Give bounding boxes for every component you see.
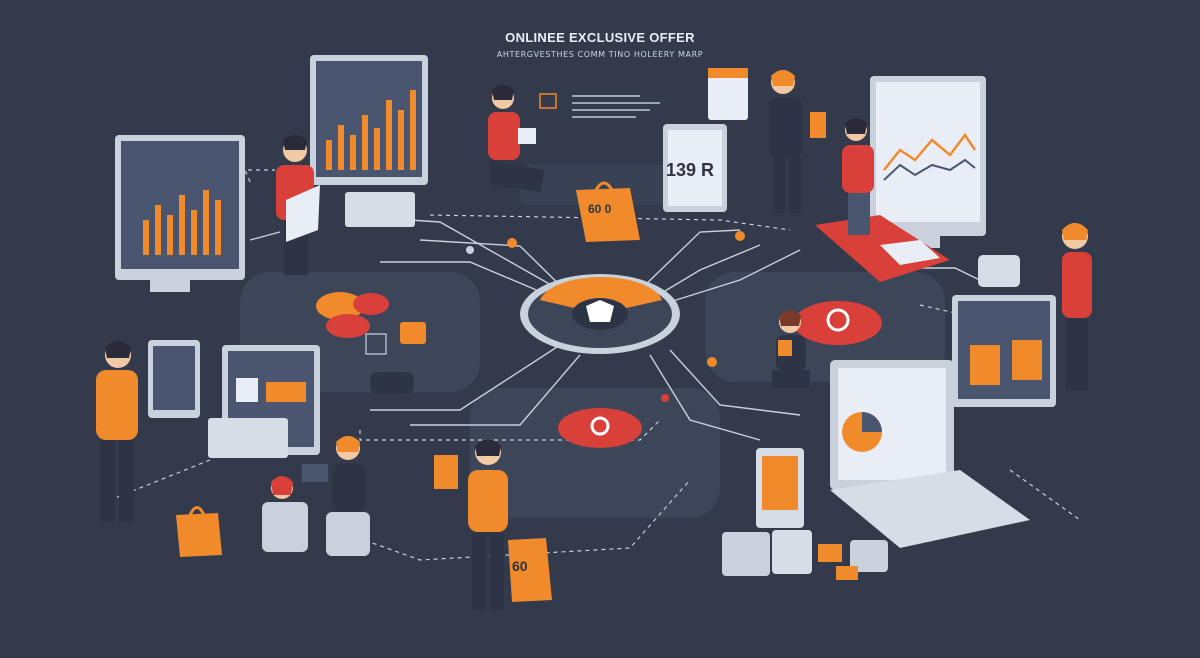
tag-icon (539, 93, 557, 109)
product-screen-right (952, 295, 1056, 407)
card-held-icon (708, 68, 748, 120)
bottom-platform-badge (558, 408, 642, 448)
page-subtitle: AHTERGVESTHES COMM TINO HOLEERY MARP (496, 50, 704, 59)
people (96, 68, 1092, 610)
person-at-monitor (842, 118, 874, 235)
chair-2-icon (326, 512, 370, 556)
hub-logo-icon (586, 300, 614, 322)
device-icon (370, 372, 414, 394)
person-center-right (772, 310, 810, 388)
laptop-keyboard-icon (830, 470, 1030, 548)
person-left (96, 341, 138, 522)
target-badge-icon (558, 408, 642, 448)
line-nodes (466, 231, 745, 402)
monitor-top-left (115, 135, 245, 292)
monitor-top-center (310, 55, 428, 227)
monitor-left-bottom (208, 345, 320, 458)
platform-bottom (470, 388, 720, 518)
shopping-bag-left (176, 506, 222, 557)
central-hub (520, 274, 680, 354)
people-seated-bottom-left (262, 436, 370, 556)
laptop-bottom-right (830, 360, 1030, 548)
bag-top-label: 60 0 (588, 202, 612, 216)
person-bottom-center (434, 439, 508, 610)
left-platform-badges (316, 292, 426, 394)
keyboard-icon (345, 192, 415, 227)
bag-bottom-label: 60 (512, 558, 528, 574)
phone-held-icon (434, 455, 458, 489)
kiosk-stand (722, 448, 888, 580)
gift-box-icon (400, 322, 426, 344)
frame-icon (365, 333, 387, 355)
monitor-price-label: 139 R (666, 160, 715, 180)
tag-badge-icon (353, 293, 389, 315)
person-far-right (1062, 223, 1092, 390)
info-note (539, 93, 660, 118)
coin-badge-icon (316, 292, 364, 320)
tablet-left (148, 340, 200, 418)
keyboard-left-icon (208, 418, 288, 458)
person-top-center (488, 85, 545, 192)
shopping-bag-top (576, 181, 640, 242)
person-top-right (708, 68, 826, 213)
person-top-left (276, 135, 320, 275)
page-title: ONLINEE EXCLUSIVE OFFER (505, 30, 695, 45)
chair-icon (262, 502, 308, 552)
platform-top (520, 165, 690, 205)
price-monitor (663, 124, 727, 212)
gear-icon (826, 308, 850, 332)
right-platform-badge (794, 301, 882, 345)
shopping-bag-bottom (508, 538, 552, 602)
discount-badge-icon (326, 314, 370, 338)
gear-badge-icon (794, 301, 882, 345)
monitor-top-right (870, 76, 986, 248)
scanner-device (978, 255, 1020, 287)
